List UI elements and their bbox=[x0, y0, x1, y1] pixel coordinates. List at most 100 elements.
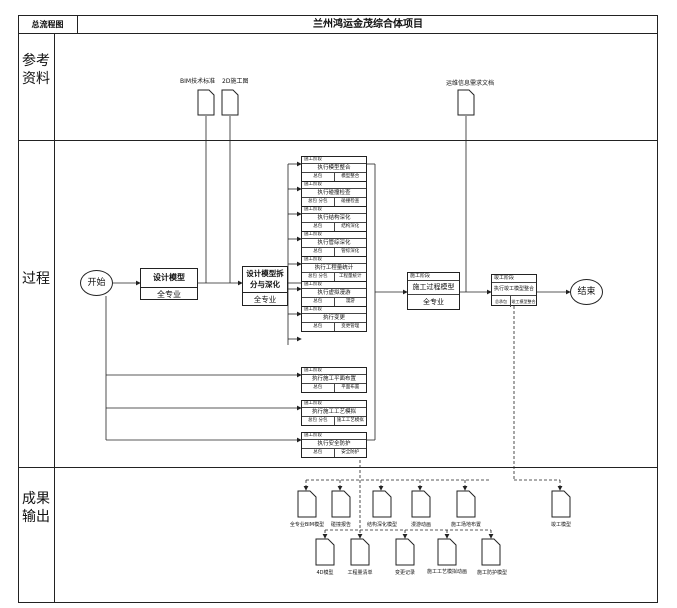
task-party: 总包 bbox=[313, 224, 323, 229]
lane-label-process: 过程 bbox=[22, 271, 50, 287]
as-built-box: 施工阶段 施工过程模型 全专业 bbox=[407, 272, 460, 310]
task-box: 施工阶段 执行结构深化 总包 结构深化 bbox=[301, 206, 367, 232]
output-label: 碰撞报告 bbox=[330, 522, 351, 528]
output-label: 全专业BIM模型 bbox=[289, 522, 325, 528]
task-title: 执行变更 bbox=[302, 314, 366, 323]
task-stage: 施工阶段 bbox=[302, 282, 366, 289]
task-party: 总包 bbox=[313, 324, 323, 329]
document-icon bbox=[456, 490, 476, 518]
split-model-sub: 全专业 bbox=[253, 295, 277, 304]
header-left-label: 总流程图 bbox=[18, 15, 78, 34]
lane-divider-process bbox=[18, 467, 658, 468]
task-box: 施工阶段 执行碰撞检查 总包 分包碰撞检查 bbox=[301, 181, 367, 207]
output-label: 变更记录 bbox=[394, 570, 415, 576]
completion-stage: 竣工阶段 bbox=[492, 275, 536, 283]
document-icon bbox=[372, 490, 392, 518]
task-stage: 施工阶段 bbox=[302, 157, 366, 164]
task-title: 执行施工工艺模拟 bbox=[302, 408, 366, 417]
task-box: 施工阶段 执行变更 总包 变更管理 bbox=[301, 306, 367, 332]
task-item: 工程量统计 bbox=[333, 273, 367, 281]
output-label: 施工工艺模拟动画 bbox=[427, 569, 468, 575]
task-item: 安全防护 bbox=[333, 449, 367, 457]
ref-label-ops-doc: 运维信息需求文档 bbox=[446, 80, 495, 87]
task-party: 总包 分包 bbox=[308, 274, 328, 279]
document-icon bbox=[437, 538, 457, 566]
task-box: 施工阶段 执行虚拟漫游 总包漫游 bbox=[301, 281, 367, 307]
task-party: 总包 分包 bbox=[308, 418, 328, 423]
completion-title: 执行竣工模型整合 bbox=[492, 283, 536, 296]
split-model-title: 设计模型拆分与深化 bbox=[243, 267, 287, 293]
task-party: 总包 bbox=[313, 385, 323, 390]
design-model-box: 设计模型 全专业 bbox=[140, 268, 198, 300]
task-party: 总包 bbox=[313, 174, 323, 179]
task-item: 平面布置 bbox=[333, 384, 367, 392]
task-box: 施工阶段 执行施工工艺模拟 总包 分包施工工艺模拟 bbox=[301, 400, 367, 426]
as-built-stage: 施工阶段 bbox=[408, 273, 459, 281]
task-box: 施工阶段 执行工程量统计 总包 分包工程量统计 bbox=[301, 256, 367, 282]
task-stage: 施工阶段 bbox=[302, 307, 366, 314]
lane-divider-reference bbox=[18, 140, 658, 141]
diagram-title: 兰州鸿运金茂综合体项目 bbox=[78, 15, 658, 34]
task-item: 施工工艺模拟 bbox=[333, 417, 367, 425]
completion-item: 竣工模型整合 bbox=[509, 296, 536, 307]
document-icon bbox=[395, 538, 415, 566]
task-box: 施工阶段 执行安全防护 总包 安全防护 bbox=[301, 432, 367, 458]
task-stage: 施工阶段 bbox=[302, 368, 366, 375]
document-icon bbox=[551, 490, 571, 518]
task-stage: 施工阶段 bbox=[302, 433, 366, 440]
output-label: 工程量清单 bbox=[347, 570, 373, 576]
lane-column-divider bbox=[54, 34, 55, 603]
task-party: 总包 bbox=[313, 450, 323, 455]
ref-label-bim-standard: BIM技术标准 bbox=[180, 78, 216, 85]
document-icon bbox=[297, 490, 317, 518]
completion-box: 竣工阶段 执行竣工模型整合 总承包竣工模型整合 bbox=[491, 274, 537, 307]
document-icon bbox=[331, 490, 351, 518]
as-built-title: 施工过程模型 bbox=[408, 281, 459, 295]
lane-label-reference: 参考资料 bbox=[22, 53, 50, 87]
document-icon bbox=[221, 89, 239, 116]
document-icon bbox=[481, 538, 501, 566]
task-title: 执行工程量统计 bbox=[302, 264, 366, 273]
task-box: 施工阶段 执行模型整合 总包 模型整合 bbox=[301, 156, 367, 182]
task-title: 执行结构深化 bbox=[302, 214, 366, 223]
output-label: 施工防护模型 bbox=[476, 570, 507, 576]
task-item: 结构深化 bbox=[333, 223, 367, 231]
lane-label-output: 成果输出 bbox=[22, 491, 50, 525]
task-stage: 施工阶段 bbox=[302, 232, 366, 239]
document-icon bbox=[350, 538, 370, 566]
task-party: 总包 分包 bbox=[308, 199, 328, 204]
task-party: 总包 bbox=[313, 299, 323, 304]
task-item: 变更管理 bbox=[333, 323, 367, 331]
output-label: 结构深化模型 bbox=[366, 522, 397, 528]
completion-party: 总承包 bbox=[494, 299, 507, 304]
end-node: 结束 bbox=[570, 279, 603, 305]
output-label: 4D模型 bbox=[316, 570, 334, 576]
design-model-title: 设计模型 bbox=[141, 269, 197, 288]
task-item: 管综深化 bbox=[333, 248, 367, 256]
task-stage: 施工阶段 bbox=[302, 401, 366, 408]
output-label-final: 竣工模型 bbox=[550, 522, 571, 528]
task-title: 执行模型整合 bbox=[302, 164, 366, 173]
design-model-sub: 全专业 bbox=[157, 290, 181, 299]
task-box: 施工阶段 执行施工平面布置 总包 平面布置 bbox=[301, 367, 367, 393]
task-item: 碰撞检查 bbox=[333, 198, 367, 206]
document-icon bbox=[197, 89, 215, 116]
task-stage: 施工阶段 bbox=[302, 182, 366, 189]
task-stage: 施工阶段 bbox=[302, 257, 366, 264]
task-title: 执行虚拟漫游 bbox=[302, 289, 366, 298]
task-stage: 施工阶段 bbox=[302, 207, 366, 214]
split-model-box: 设计模型拆分与深化 全专业 bbox=[242, 266, 288, 306]
task-title: 执行安全防护 bbox=[302, 440, 366, 449]
as-built-sub: 全专业 bbox=[423, 298, 444, 306]
document-icon bbox=[315, 538, 335, 566]
output-label: 漫游动画 bbox=[410, 522, 431, 528]
start-node: 开始 bbox=[80, 270, 113, 296]
output-label: 施工场地布置 bbox=[450, 522, 481, 528]
task-item: 模型整合 bbox=[333, 173, 367, 181]
task-party: 总包 bbox=[313, 249, 323, 254]
document-icon bbox=[411, 490, 431, 518]
diagram-frame bbox=[18, 15, 658, 603]
task-title: 执行施工平面布置 bbox=[302, 375, 366, 384]
ref-label-2d-drawings: 2D施工图 bbox=[222, 78, 249, 85]
